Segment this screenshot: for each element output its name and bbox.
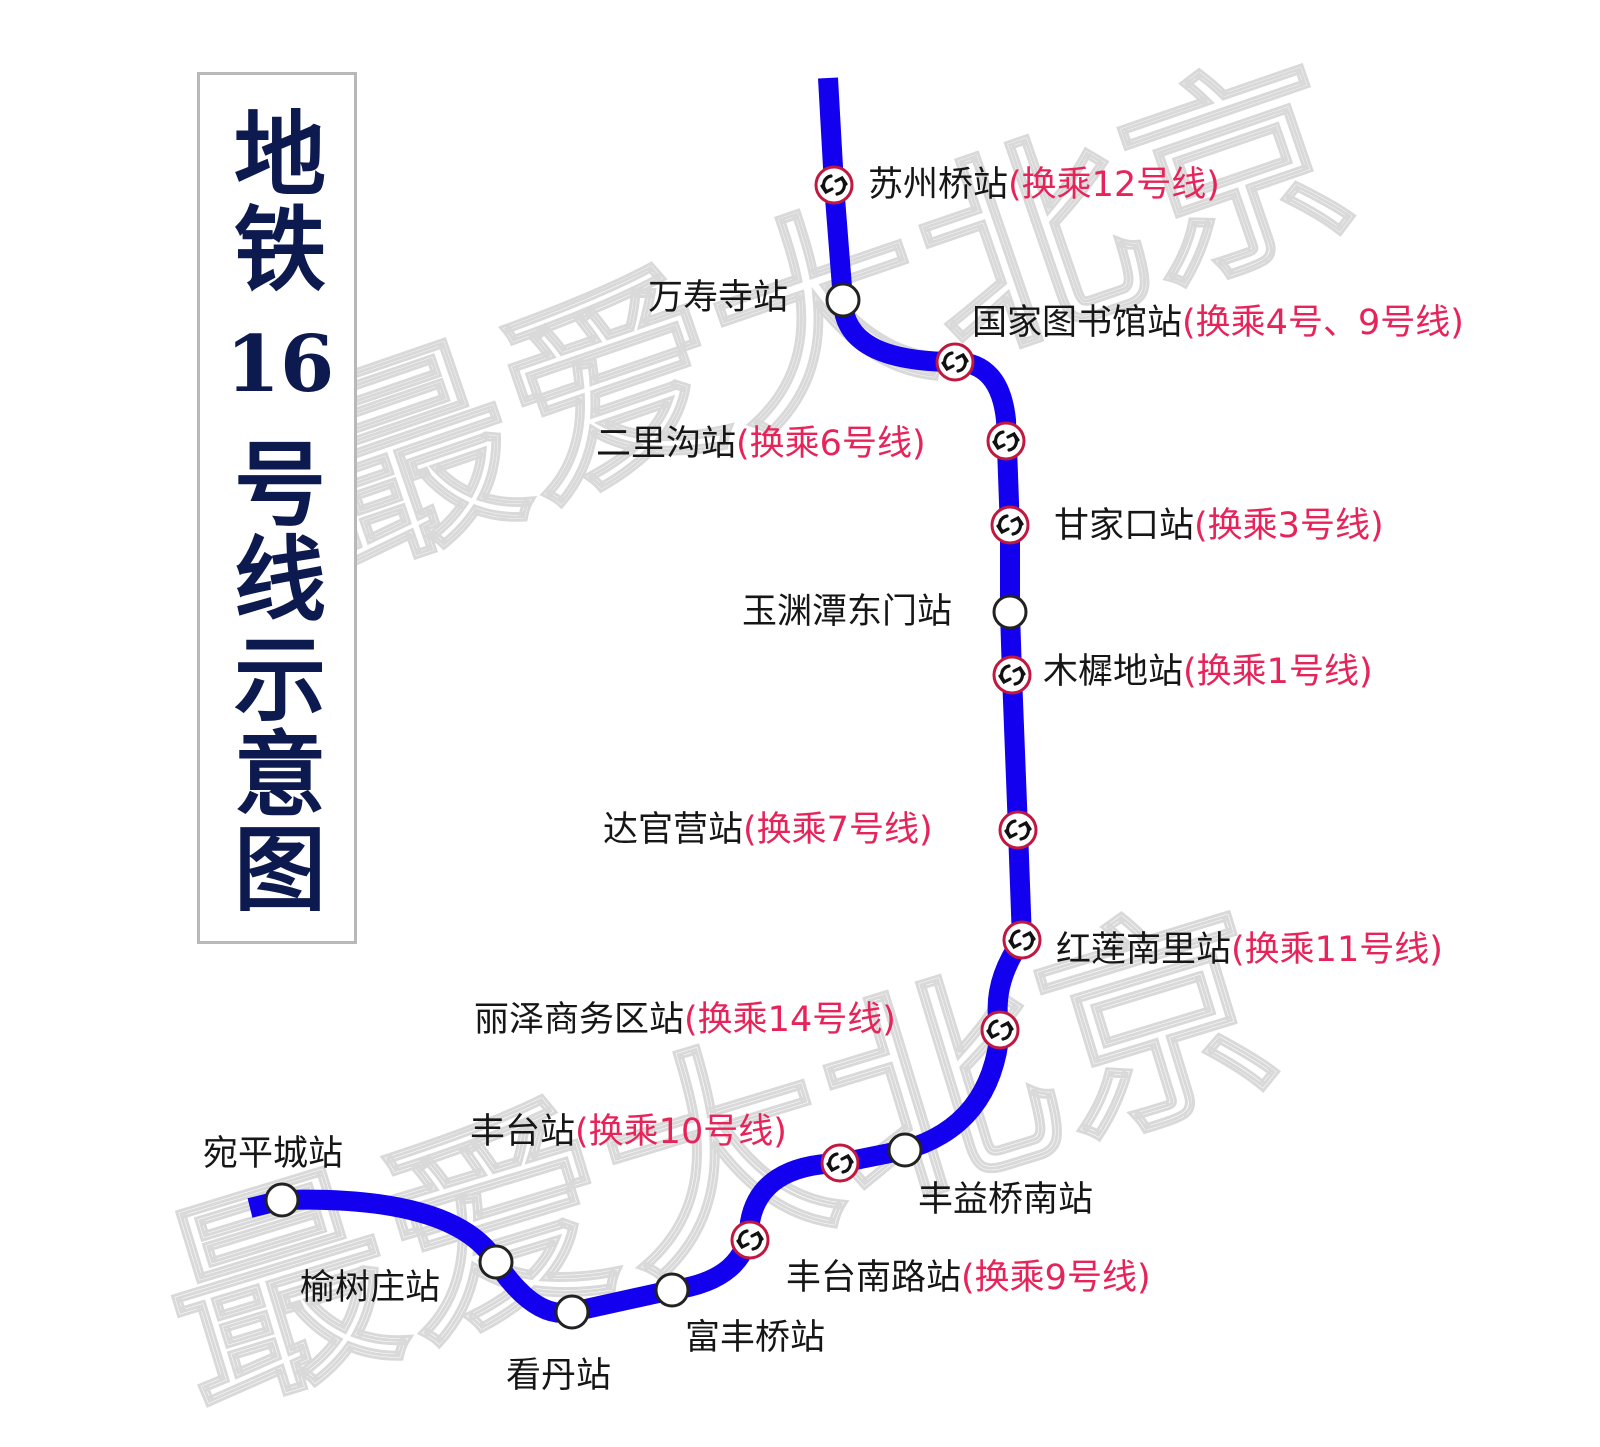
station-label-muxidi: 木樨地站(换乘1号线): [1043, 652, 1373, 692]
station-name: 丽泽商务区站: [474, 1000, 685, 1040]
transfer-note: (换乘6号线): [736, 424, 926, 464]
title-char: 号: [233, 431, 326, 539]
transfer-note: (换乘12号线): [1008, 165, 1220, 205]
station-name: 红莲南里站: [1056, 930, 1232, 970]
station-name: 宛平城站: [203, 1134, 344, 1174]
transfer-station-marker: [998, 810, 1038, 850]
transfer-note: (换乘3号线): [1194, 506, 1384, 546]
station-label-suzhouqiao: 苏州桥站(换乘12号线): [868, 165, 1220, 205]
transfer-note: (换乘10号线): [575, 1112, 787, 1152]
station-label-daguanying: 达官营站(换乘7号线): [603, 810, 933, 850]
station-marker: [654, 1272, 690, 1308]
station-label-wanpingcheng: 宛平城站: [203, 1134, 343, 1174]
station-marker: [887, 1132, 923, 1168]
interchange-icon: [996, 514, 1024, 536]
station-name: 丰益桥南站: [918, 1180, 1094, 1220]
interchange-icon: [992, 430, 1020, 452]
station-name: 丰台南路站: [786, 1258, 962, 1298]
station-name: 达官营站: [603, 810, 744, 850]
station-name: 二里沟站: [596, 424, 737, 464]
title-char: 图: [233, 816, 326, 924]
title-char: 示: [233, 626, 326, 734]
station-name: 丰台站: [470, 1112, 576, 1152]
title-box: 地 铁 16 号 线 示 意 图: [197, 72, 357, 944]
station-name: 国家图书馆站: [972, 303, 1183, 343]
interchange-icon: [820, 174, 848, 196]
interchange-icon: [986, 1019, 1014, 1041]
station-label-fengtai: 丰台站(换乘10号线): [470, 1112, 787, 1152]
station-name: 木樨地站: [1043, 652, 1184, 692]
transfer-station-marker: [935, 342, 975, 382]
transfer-station-marker: [730, 1220, 770, 1260]
station-name: 榆树庄站: [300, 1268, 441, 1308]
interchange-icon: [736, 1229, 764, 1251]
station-label-fufengqiao: 富丰桥站: [685, 1318, 825, 1358]
transfer-station-marker: [986, 421, 1026, 461]
station-marker: [554, 1294, 590, 1330]
transfer-station-marker: [1002, 920, 1042, 960]
transfer-station-marker: [990, 505, 1030, 545]
station-marker: [992, 594, 1028, 630]
interchange-icon: [941, 351, 969, 373]
interchange-icon: [998, 664, 1026, 686]
transfer-note: (换乘7号线): [743, 810, 933, 850]
interchange-icon: [1008, 929, 1036, 951]
transfer-note: (换乘14号线): [684, 1000, 896, 1040]
station-label-erligou: 二里沟站(换乘6号线): [596, 424, 926, 464]
title-char: 地: [233, 101, 326, 209]
station-name: 玉渊潭东门站: [742, 592, 953, 632]
station-name: 看丹站: [506, 1356, 612, 1396]
station-marker: [264, 1182, 300, 1218]
station-label-wanshousi: 万寿寺站: [648, 278, 788, 318]
station-name: 万寿寺站: [648, 278, 789, 318]
transfer-note: (换乘11号线): [1231, 930, 1443, 970]
station-label-fengtainanlu: 丰台南路站(换乘9号线): [786, 1258, 1151, 1298]
station-name: 甘家口站: [1054, 506, 1195, 546]
interchange-icon: [1004, 819, 1032, 841]
station-label-yushuzhuang: 榆树庄站: [300, 1268, 440, 1308]
station-label-fengyiqiaonan: 丰益桥南站: [918, 1180, 1093, 1220]
station-label-hongliannanli: 红莲南里站(换乘11号线): [1056, 930, 1443, 970]
station-label-ganjiakou: 甘家口站(换乘3号线): [1054, 506, 1384, 546]
transfer-note: (换乘1号线): [1183, 652, 1373, 692]
transfer-note: (换乘4号、9号线): [1182, 303, 1464, 343]
station-marker: [825, 282, 861, 318]
transfer-note: (换乘9号线): [961, 1258, 1151, 1298]
transfer-station-marker: [980, 1010, 1020, 1050]
station-label-lizeshangwuqu: 丽泽商务区站(换乘14号线): [474, 1000, 896, 1040]
station-name: 富丰桥站: [685, 1318, 826, 1358]
title-char: 线: [233, 526, 326, 634]
transfer-station-marker: [814, 165, 854, 205]
station-label-kandan: 看丹站: [506, 1356, 611, 1396]
transfer-station-marker: [992, 655, 1032, 695]
title-number: 16: [225, 319, 335, 410]
station-name: 苏州桥站: [868, 165, 1009, 205]
interchange-icon: [826, 1152, 854, 1174]
transfer-station-marker: [820, 1143, 860, 1183]
station-marker: [478, 1244, 514, 1280]
title-char: 意: [233, 721, 326, 829]
station-label-yuyuantandongmen: 玉渊潭东门站: [742, 592, 952, 632]
station-label-guojiatushuguan: 国家图书馆站(换乘4号、9号线): [972, 303, 1464, 343]
title-char: 铁: [233, 196, 326, 304]
